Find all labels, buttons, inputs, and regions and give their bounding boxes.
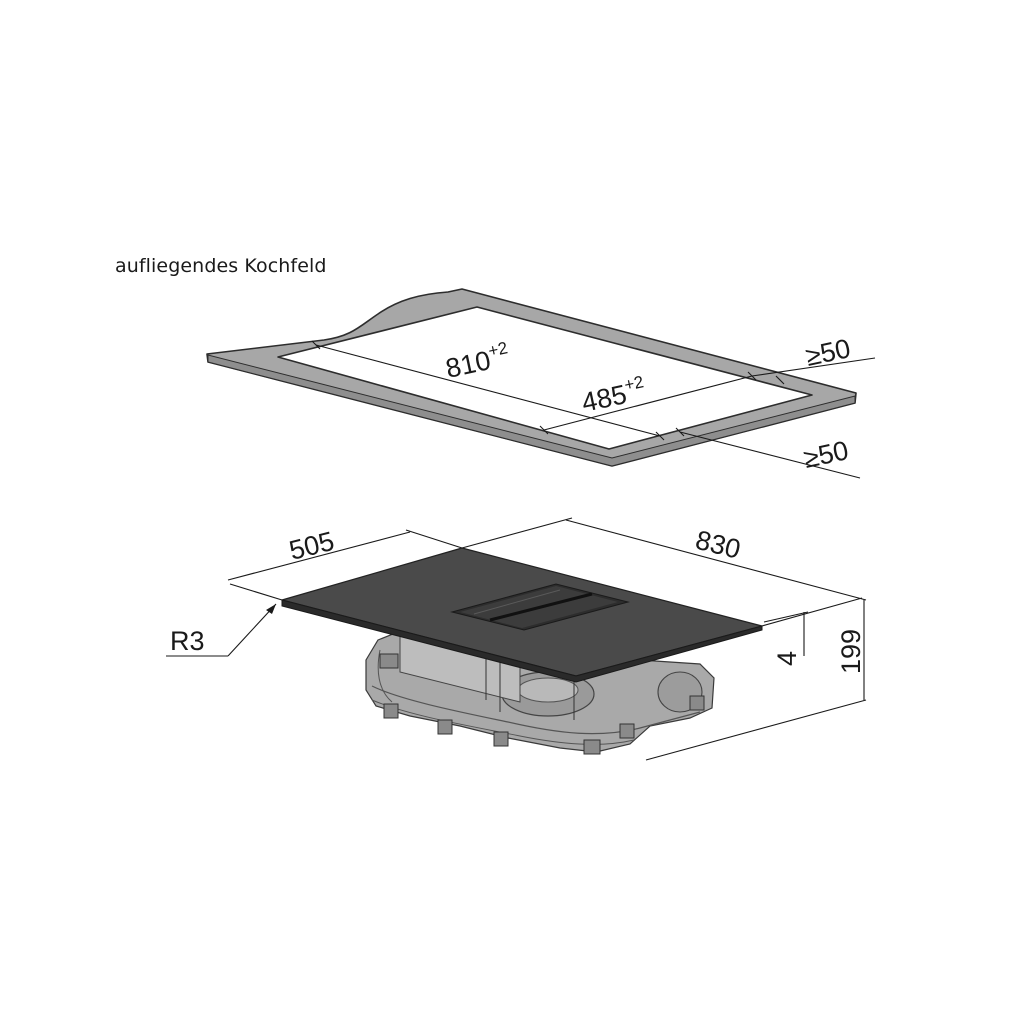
radius-arrowhead (266, 604, 276, 614)
length-ext-right (761, 597, 863, 627)
tick (655, 431, 665, 441)
hob-glass-edge (281, 599, 763, 683)
hob-dimensions: 505 830 199 4 R3 (166, 517, 867, 761)
clearance-bottom-label: ≥50 (801, 435, 851, 474)
depth-dim-line (227, 531, 411, 581)
cutout-length-line (315, 344, 661, 437)
hob-length-label: 830 (693, 525, 744, 565)
cutout-opening (277, 306, 813, 450)
clearance-bottom-line (679, 431, 861, 479)
glass-thickness-label: 4 (772, 651, 802, 666)
radius-leader (227, 603, 277, 657)
cutout-width-tolerance: +2 (622, 372, 645, 395)
worktop-cutout-frame (206, 288, 857, 467)
clearance-top-label: ≥50 (803, 333, 853, 372)
radius-label: R3 (170, 626, 205, 656)
clearance-top-line (751, 357, 876, 377)
extractor-vent (450, 583, 630, 631)
hob-depth-label: 505 (286, 526, 337, 566)
thickness-ext (763, 611, 809, 623)
length-dim-line (565, 519, 867, 601)
tick (311, 340, 321, 350)
tick (775, 375, 785, 385)
hob-height-label: 199 (836, 629, 866, 674)
depth-ext-left (229, 583, 283, 601)
depth-ext-right (405, 529, 463, 549)
hob-unit (281, 547, 763, 755)
height-ext-bottom (645, 699, 867, 761)
worktop-frame-edge (207, 354, 856, 467)
length-ext-top (461, 517, 573, 549)
diagram-caption: aufliegendes Kochfeld (115, 255, 327, 277)
cutout-length-label: 810+2 (442, 338, 512, 384)
cutout-width-line (543, 375, 753, 431)
tick (539, 425, 549, 435)
cutout-length-tolerance: +2 (486, 338, 509, 361)
tick (675, 427, 685, 437)
tick (747, 371, 757, 381)
